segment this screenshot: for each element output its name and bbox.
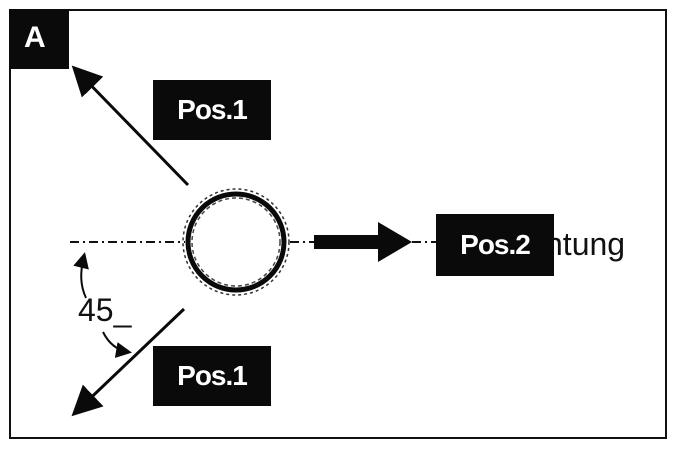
direction-text-fragment: ntung [545,226,626,262]
pos2-label: Pos.2 [436,214,554,276]
angle-arc-upper [73,252,89,299]
pos1-upper-label: Pos.1 [153,80,271,140]
diagram-frame [9,9,667,439]
panel-label: A [9,9,69,69]
arrow-pos1-lower [71,307,186,417]
angle-label: 45_ [78,292,132,328]
pos1-lower-label: Pos.1 [153,346,271,406]
arrow-pos1-upper [71,65,190,187]
pipe-circle [182,188,290,296]
arrow-pos2 [314,222,412,262]
angle-arc-lower [102,331,132,358]
